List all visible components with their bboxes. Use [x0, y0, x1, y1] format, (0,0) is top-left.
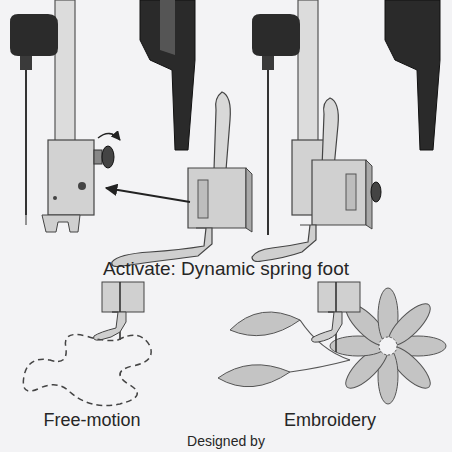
free-motion-illustration — [23, 282, 151, 406]
machine-parts-assembled — [252, 0, 440, 262]
mode-label: Embroidery — [284, 410, 376, 431]
embroidery-illustration — [218, 282, 446, 404]
credit-label: Designed by — [187, 433, 265, 449]
mode-label: Free-motion — [43, 410, 140, 431]
heading-label: Activate: Dynamic spring foot — [103, 258, 349, 280]
machine-parts-left — [10, 0, 252, 267]
